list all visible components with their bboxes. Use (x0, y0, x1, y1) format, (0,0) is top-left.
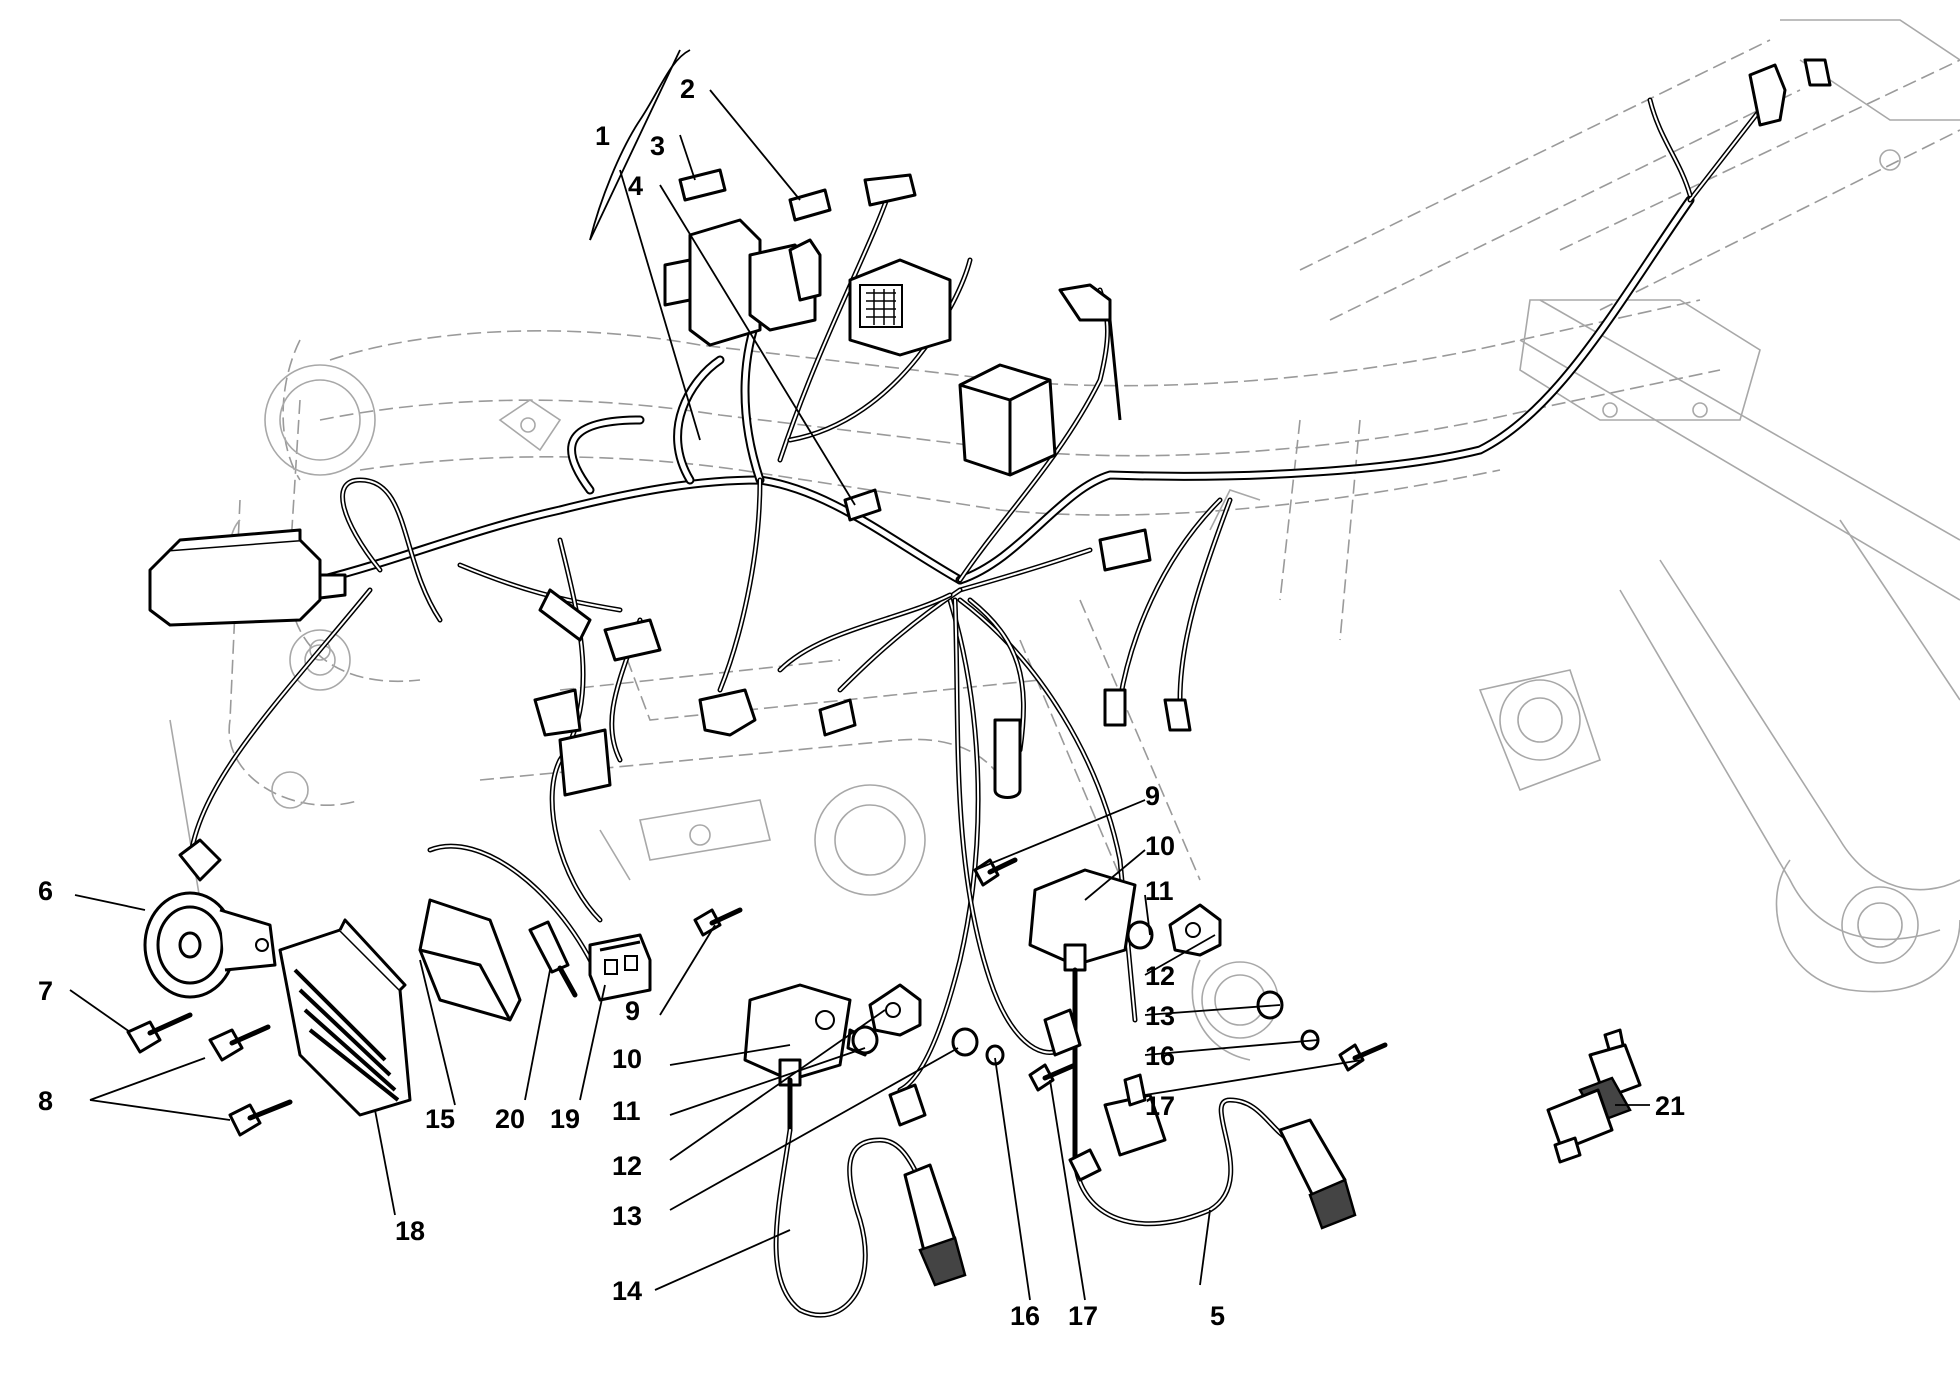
fuse-2 (788, 188, 832, 222)
callout-4: 4 (628, 171, 643, 201)
leader-lines (69, 49, 1650, 1301)
voltage-regulator (278, 918, 412, 1117)
sensor-bracket-right (1168, 903, 1222, 957)
callout-7: 7 (38, 976, 53, 1006)
callout-16-right: 16 (1145, 1041, 1175, 1071)
callout-13-left: 13 (612, 1201, 642, 1231)
callout-labels: 1 2 3 4 6 7 8 9 10 11 12 13 16 17 9 10 1… (38, 74, 1685, 1331)
main-wiring-harness (187, 97, 1763, 1093)
pickup-sensor-right (1028, 868, 1137, 1163)
mounting-bracket-top (1058, 283, 1122, 421)
callout-16-bottom: 16 (1010, 1301, 1040, 1331)
control-unit (848, 258, 952, 357)
spark-plug (1546, 1028, 1642, 1164)
callout-19: 19 (550, 1104, 580, 1134)
callout-21: 21 (1655, 1091, 1685, 1121)
callout-8: 8 (38, 1086, 53, 1116)
connector-19 (588, 933, 652, 1002)
relay (958, 363, 1057, 477)
callout-12-left: 12 (612, 1151, 642, 1181)
callout-15: 15 (425, 1104, 455, 1134)
fuse-holder-20 (528, 920, 578, 998)
callout-20: 20 (495, 1104, 525, 1134)
ecu-connector-block (148, 528, 347, 627)
callout-14: 14 (612, 1276, 642, 1306)
callout-17-right: 17 (1145, 1091, 1175, 1121)
callout-11-right: 11 (1145, 876, 1174, 906)
callout-3: 3 (650, 131, 665, 161)
callout-1: 1 (595, 121, 610, 151)
fasteners (693, 857, 1388, 1092)
sensor-connector-lower (888, 1008, 1167, 1157)
horn (143, 838, 277, 999)
regulator-bracket (418, 898, 522, 1022)
callout-13-right: 13 (1145, 1001, 1175, 1031)
fuse-box (663, 168, 917, 347)
callout-10-right: 10 (1145, 831, 1175, 861)
spark-plug-lead-14 (773, 1127, 967, 1318)
sensor-bracket-left (868, 983, 922, 1037)
callout-12-right: 12 (1145, 961, 1175, 991)
callout-11-left: 11 (612, 1096, 641, 1126)
callout-5: 5 (1210, 1301, 1225, 1331)
connector-group (533, 58, 1832, 799)
callout-10-left: 10 (612, 1044, 642, 1074)
screws-7-8 (126, 1012, 293, 1137)
callout-9-left: 9 (625, 996, 640, 1026)
fuse-3 (678, 168, 727, 202)
callout-2: 2 (680, 74, 695, 104)
callout-18: 18 (395, 1216, 425, 1246)
spark-plug-lead-5 (1068, 1097, 1357, 1230)
callout-9-right: 9 (1145, 781, 1160, 811)
motorcycle-frame-ghost (169, 19, 1960, 1061)
callout-17-bottom: 17 (1068, 1301, 1098, 1331)
callout-6: 6 (38, 876, 53, 906)
